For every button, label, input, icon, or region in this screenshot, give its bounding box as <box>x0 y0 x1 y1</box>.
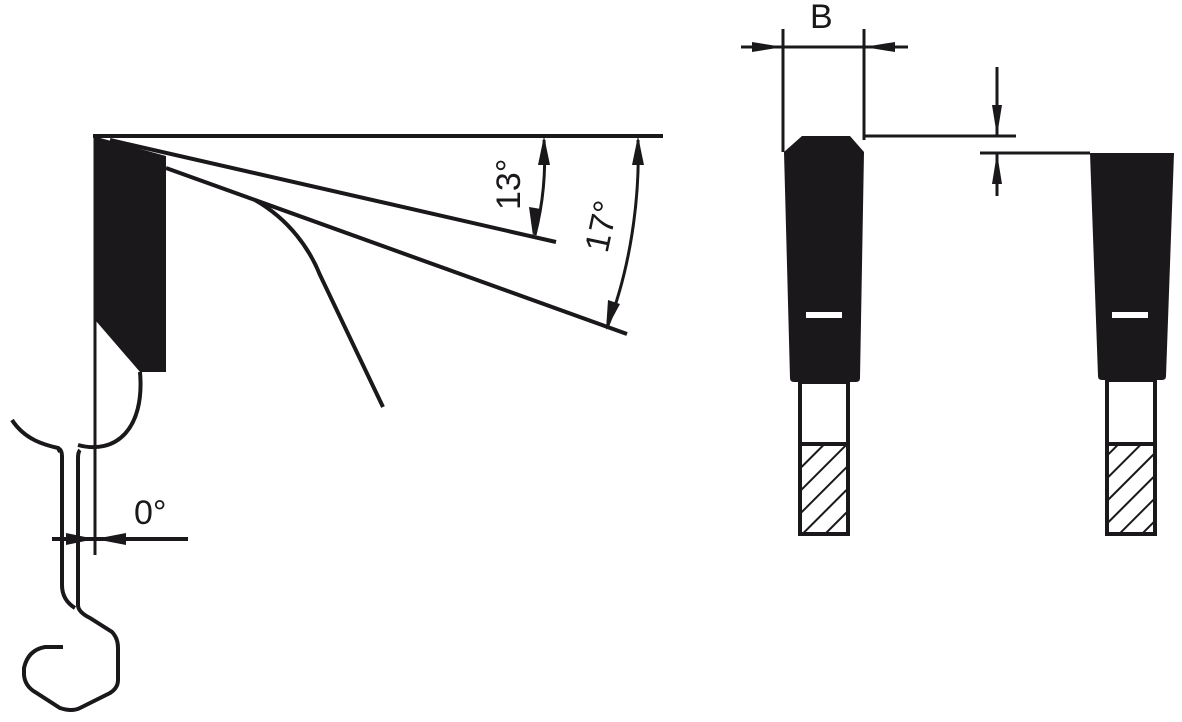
arrow-down-17 <box>606 300 620 330</box>
kerf-width-label: B <box>810 0 833 36</box>
tooth-1-mark <box>806 312 842 318</box>
clearance-line-13 <box>109 138 557 244</box>
arrow-left-0 <box>95 533 126 545</box>
carbide-tip <box>93 136 166 372</box>
shank-left <box>56 446 77 610</box>
arrow-down-13 <box>529 207 541 236</box>
shank-right <box>22 448 120 712</box>
arrow-right-0 <box>66 533 95 545</box>
gullet-arc <box>77 371 143 450</box>
gullet-arc-left <box>10 418 62 453</box>
tooth-back-curve <box>254 198 385 408</box>
tooth-2-mark <box>1112 312 1148 318</box>
arrow-width-left <box>752 42 783 52</box>
arrow-height-down <box>992 105 1002 136</box>
arrow-up-17 <box>632 136 644 165</box>
tooth-2-hatch <box>1105 442 1157 536</box>
side-view <box>10 134 663 712</box>
clearance-angle-13-label: 13° <box>490 158 528 210</box>
tooth-1-hatch <box>798 442 850 536</box>
clearance-line-17 <box>165 166 628 336</box>
arrow-up-13 <box>538 136 550 165</box>
hook-angle-label: 0° <box>134 494 167 532</box>
front-view <box>741 29 1174 536</box>
arrow-width-right <box>864 42 895 52</box>
tooth-1-tip <box>784 136 864 382</box>
arrow-height-up <box>992 153 1002 184</box>
tooth-2-tip <box>1090 153 1174 380</box>
